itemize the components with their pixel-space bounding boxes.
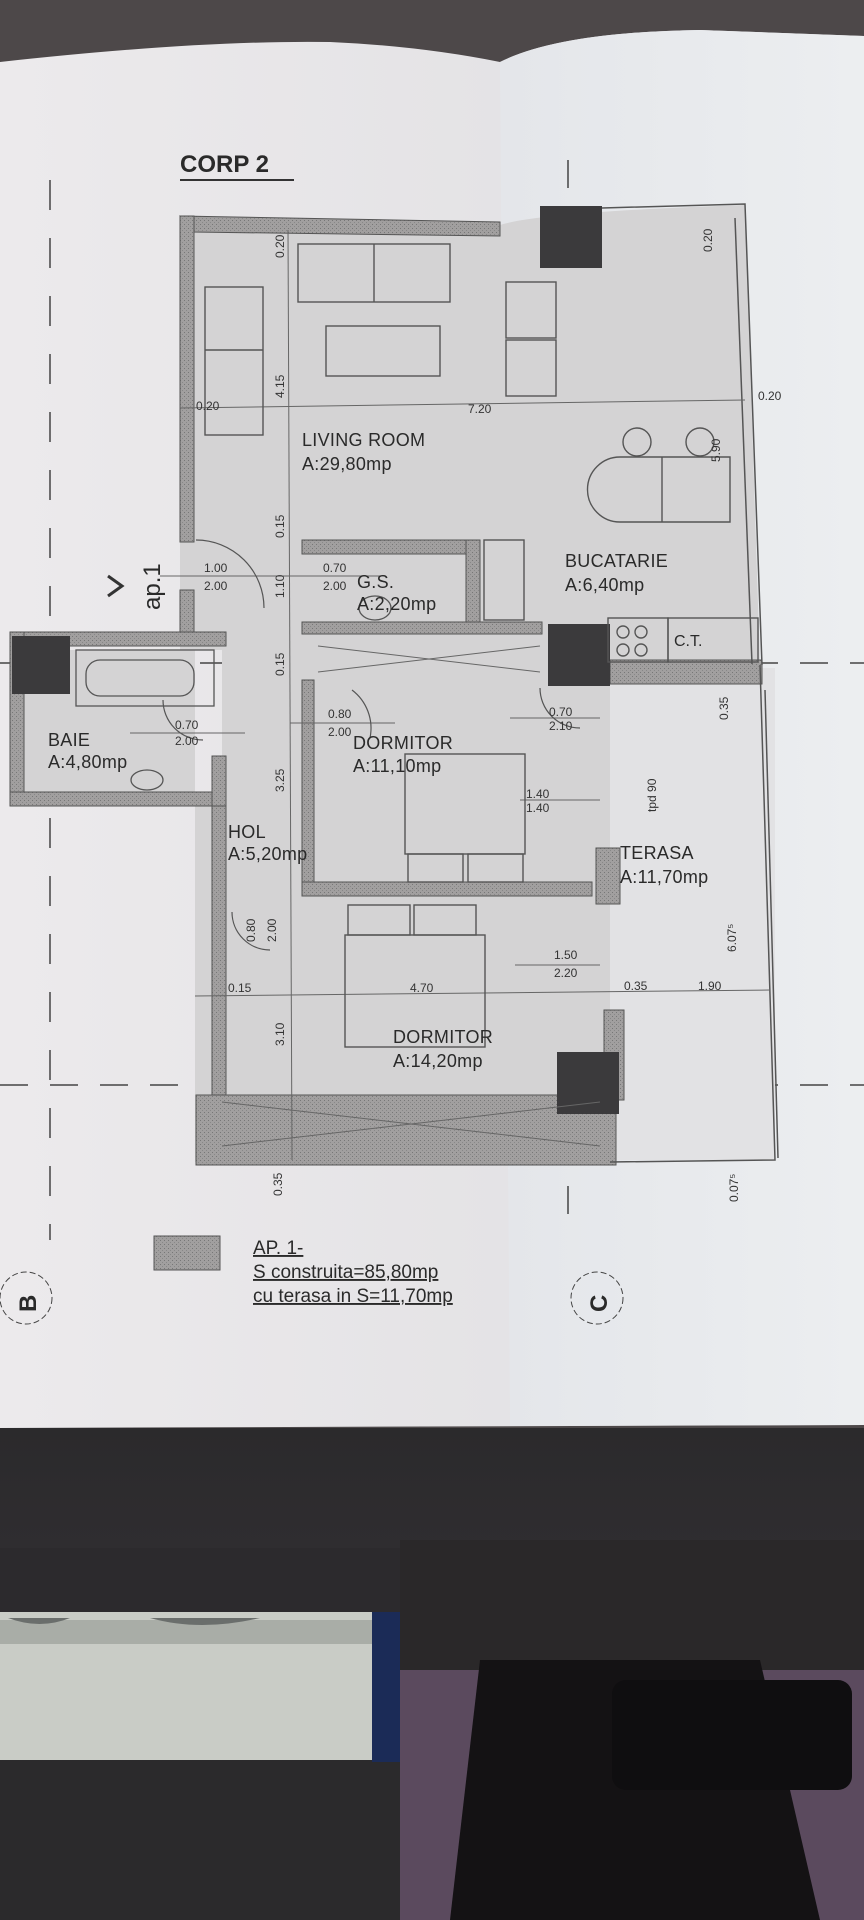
dim-terrace-left: 0.35: [624, 979, 648, 993]
door-5-height: 2.10: [549, 719, 573, 733]
room-area-kitchen: A:6,40mp: [565, 575, 644, 595]
boiler-label: C.T.: [674, 633, 702, 650]
window-1-width: 1.40: [526, 787, 550, 801]
plan-title: CORP 2: [180, 151, 269, 178]
printer: [0, 1428, 864, 1920]
axis-label-b: B: [15, 1295, 42, 1312]
room-area-bedroom-2: A:14,20mp: [393, 1051, 483, 1071]
columns: [12, 206, 619, 1114]
legend-swatch: [153, 1235, 221, 1271]
dim-terrace-bottom: 0.07⁵: [727, 1174, 741, 1202]
living-furniture: [204, 243, 557, 436]
room-name-bedroom-1: DORMITOR: [353, 733, 453, 753]
window-2-height: 2.20: [554, 966, 578, 980]
dim-hall-110: 1.10: [273, 574, 287, 598]
door-4-width: 0.80: [328, 707, 352, 721]
dim-bed-width: 4.70: [410, 981, 434, 995]
dimension-lines: [130, 229, 771, 1161]
dim-right-wall: 0.20: [758, 389, 782, 403]
summary-line-1: AP. 1-: [253, 1238, 303, 1259]
room-name-bedroom-2: DORMITOR: [393, 1027, 493, 1047]
dim-bottom-035: 0.35: [271, 1172, 285, 1196]
bath-fixtures: [75, 595, 392, 791]
dim-wall-015-b: 0.15: [273, 652, 287, 676]
walls: [9, 215, 763, 1166]
right-facade: [601, 203, 779, 1163]
dim-terrace-width: 1.90: [698, 979, 722, 993]
room-area-bath: A:4,80mp: [48, 752, 127, 772]
window-2-width: 1.50: [554, 948, 578, 962]
beds: [344, 753, 526, 1048]
dim-wall-015-a: 0.15: [273, 514, 287, 538]
grid-bubbles: [0, 1271, 624, 1325]
dim-living-top: 0.20: [273, 234, 287, 258]
door-4-height: 2.00: [328, 725, 352, 739]
dim-living-depth: 4.15: [273, 374, 287, 398]
door-2-width: 0.70: [323, 561, 347, 575]
dim-kitchen-depth: 5.90: [709, 438, 723, 462]
kitchen-furniture: [483, 427, 759, 663]
room-area-living: A:29,80mp: [302, 454, 392, 474]
door-3-height: 2.00: [175, 734, 199, 748]
axis-label-c: C: [586, 1295, 613, 1312]
room-name-wc: G.S.: [357, 572, 394, 592]
dim-living-width: 7.20: [468, 402, 492, 416]
room-area-wc: A:2,20mp: [357, 594, 436, 614]
door-2-height: 2.00: [323, 579, 347, 593]
room-area-terrace: A:11,70mp: [620, 867, 708, 887]
door-1-height: 2.00: [204, 579, 228, 593]
door-1-width: 1.00: [204, 561, 228, 575]
dim-living-left: 0.20: [196, 399, 220, 413]
sliding-panels: [221, 645, 601, 1147]
room-name-living: LIVING ROOM: [302, 430, 425, 450]
door-3-width: 0.70: [175, 718, 199, 732]
room-name-bath: BAIE: [48, 730, 90, 750]
apartment-tag: ap.1: [139, 563, 166, 610]
room-area-hall: A:5,20mp: [228, 844, 307, 864]
door-6-width: 0.80: [244, 918, 258, 942]
room-name-terrace: TERASA: [620, 843, 694, 863]
entry-arrow-icon: [107, 574, 125, 598]
door-6-height: 2.00: [265, 918, 279, 942]
dim-wall-015-c: 0.15: [228, 981, 252, 995]
dim-bed-310: 3.10: [273, 1022, 287, 1046]
room-name-kitchen: BUCATARIE: [565, 551, 668, 571]
floor-fill: [12, 205, 775, 1162]
door-swings: [162, 539, 581, 951]
summary-line-2: S construita=85,80mp: [253, 1262, 438, 1283]
door-5-width: 0.70: [549, 705, 573, 719]
room-area-bedroom-1: A:11,10mp: [353, 756, 441, 776]
dim-kitchen-top: 0.20: [701, 228, 715, 252]
dim-terrace-length: 6.07⁵: [725, 924, 739, 952]
room-name-hall: HOL: [228, 822, 266, 842]
dim-terrace-top: 0.35: [717, 696, 731, 720]
summary-line-3: cu terasa in S=11,70mp: [253, 1286, 453, 1307]
parapet-note: tpd 90: [645, 778, 659, 812]
dim-hall-325: 3.25: [273, 768, 287, 792]
window-1-height: 1.40: [526, 801, 550, 815]
